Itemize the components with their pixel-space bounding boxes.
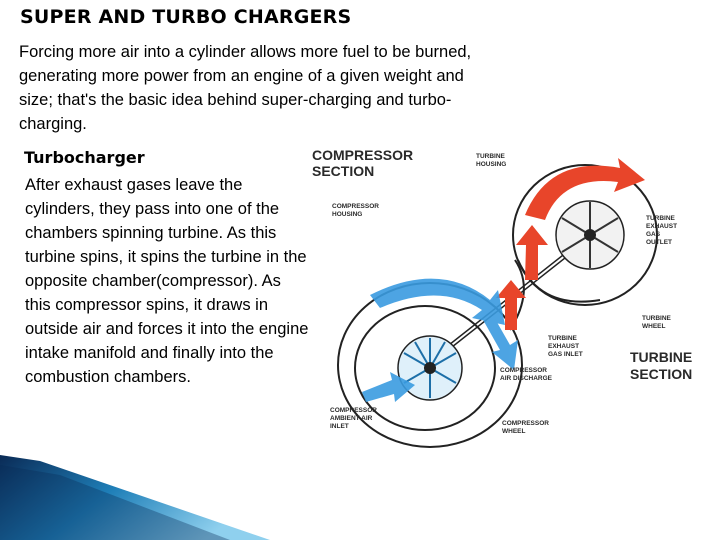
label-turbine-section: TURBINE [630, 349, 692, 365]
svg-text:HOUSING: HOUSING [476, 161, 506, 168]
label-exhaust-inlet: TURBINE [548, 335, 578, 342]
label-ambient-inlet: COMPRESSOR [330, 407, 377, 414]
turbine-wheel-icon [555, 200, 625, 270]
svg-text:SECTION: SECTION [312, 163, 374, 179]
section-heading: Turbocharger [24, 148, 145, 167]
svg-text:GAS INLET: GAS INLET [548, 351, 583, 358]
turbine-housing [512, 164, 658, 306]
compressor-wheel-icon [397, 335, 463, 401]
svg-text:GAS: GAS [646, 231, 661, 238]
label-air-discharge: COMPRESSOR [500, 367, 547, 374]
svg-text:AMBIENT AIR: AMBIENT AIR [330, 415, 373, 422]
slide-title: SUPER AND TURBO CHARGERS [20, 6, 352, 28]
svg-text:OUTLET: OUTLET [646, 239, 672, 246]
label-exhaust-outlet: TURBINE [646, 215, 676, 222]
intro-paragraph: Forcing more air into a cylinder allows … [19, 43, 472, 133]
svg-text:EXHAUST: EXHAUST [646, 223, 677, 230]
label-compressor-housing: COMPRESSOR [332, 203, 379, 210]
exhaust-flow-arrows [496, 158, 645, 330]
svg-text:AIR DISCHARGE: AIR DISCHARGE [500, 375, 553, 382]
label-turbine-wheel: TURBINE [642, 315, 672, 322]
svg-text:SECTION: SECTION [630, 366, 692, 382]
label-turbine-housing: TURBINE [476, 153, 506, 160]
label-compressor-wheel: COMPRESSOR [502, 420, 549, 427]
svg-text:WHEEL: WHEEL [502, 428, 526, 435]
svg-text:EXHAUST: EXHAUST [548, 343, 579, 350]
svg-text:WHEEL: WHEEL [642, 323, 666, 330]
turbocharger-diagram: COMPRESSOR SECTION TURBINE SECTION TURBI… [312, 147, 692, 448]
svg-text:HOUSING: HOUSING [332, 211, 362, 218]
svg-text:INLET: INLET [330, 423, 349, 430]
decorative-corner-swoosh [0, 455, 270, 540]
body-paragraph: After exhaust gases leave the cylinders,… [25, 176, 309, 386]
label-compressor-section: COMPRESSOR [312, 147, 413, 163]
compressor-housing [337, 259, 525, 448]
air-flow-arrows [362, 278, 518, 402]
